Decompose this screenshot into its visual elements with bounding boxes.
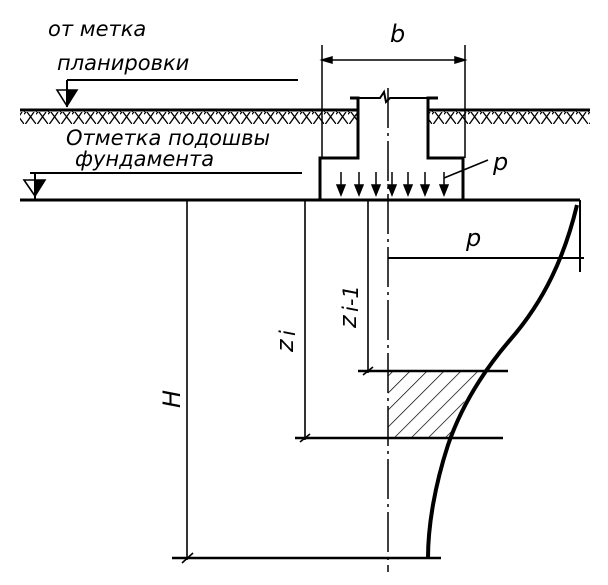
base-mark-label-line2: фундамента [75, 147, 214, 171]
planning-mark [55, 79, 298, 108]
foundation [318, 89, 465, 202]
svg-text:z: z [271, 338, 299, 353]
width-dimension [319, 45, 468, 158]
base-mark [22, 172, 302, 200]
svg-text:z: z [334, 314, 362, 329]
depth-dimensions [181, 200, 374, 564]
total-depth-label: H [158, 390, 186, 408]
stress-diagram [172, 200, 584, 560]
footing-pressure-label: p [492, 148, 508, 176]
base-mark-label-line1: Отметка подошвы [66, 126, 270, 150]
diagram-pressure-label: p [465, 224, 481, 252]
depth-i-minus-1-label: z i-1 [334, 285, 363, 329]
svg-text:i-1: i-1 [339, 285, 363, 312]
width-label: b [390, 20, 405, 48]
depth-i-label: z i [271, 330, 300, 353]
pressure-arrows [335, 159, 489, 198]
hatched-layer [388, 371, 484, 437]
planning-mark-label-line1: от метка [48, 17, 146, 41]
ground-surface [20, 108, 590, 124]
planning-mark-label-line2: планировки [57, 51, 189, 75]
svg-text:i: i [276, 330, 300, 336]
